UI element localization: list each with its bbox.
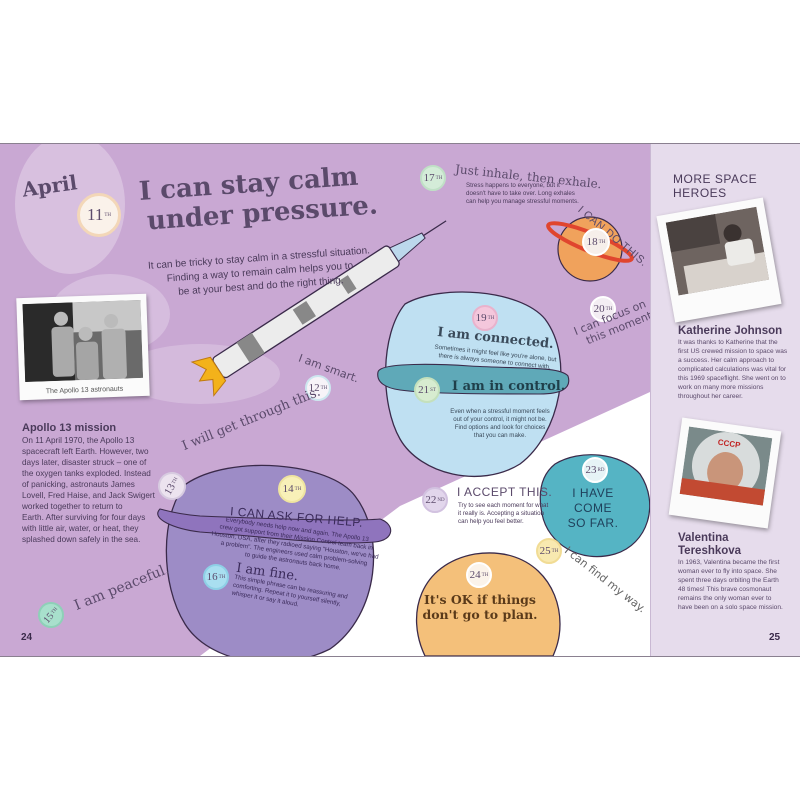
page-number-left: 24 <box>21 632 33 643</box>
hero-name: Katherine Johnson <box>678 325 783 337</box>
photo-caption: The Apollo 13 astronauts <box>45 385 124 396</box>
affirmation-23-text: I HAVE COME SO FAR. <box>567 486 619 530</box>
katherine-photo-frame <box>656 197 782 323</box>
katherine-johnson-photo <box>665 206 770 296</box>
apollo-body: On 11 April 1970, the Apollo 13 spacecra… <box>22 436 155 544</box>
affirmation-21-body: Even when a stressful moment feels out o… <box>450 408 550 439</box>
more-space-heroes-sidebar: MORE SPACE HEROES Katherine Johnson It w… <box>650 144 800 656</box>
apollo-photo-frame: The Apollo 13 astronauts <box>16 293 150 401</box>
apollo-title: Apollo 13 mission <box>22 422 117 434</box>
hero-name: Valentina Tereshkova <box>678 532 742 557</box>
helmet-text: CCCP <box>717 438 741 450</box>
sidebar-title: MORE SPACE HEROES <box>673 172 758 200</box>
affirmation-22-title: I ACCEPT THIS. <box>457 485 553 499</box>
page-background <box>0 144 651 656</box>
affirmation-21-title: I am in control. <box>452 379 566 394</box>
hero-bio: In 1963, Valentina became the first woma… <box>678 559 783 611</box>
affirmation-17-body: Stress happens to everyone, but it doesn… <box>466 182 579 205</box>
hero-bio: It was thanks to Katherine that the firs… <box>678 339 788 400</box>
affirmation-22-body: Try to see each moment for what it reall… <box>458 502 549 525</box>
page-number-right: 25 <box>769 632 781 643</box>
katherine-johnson-bio: Katherine Johnson It was thanks to Kathe… <box>678 325 798 401</box>
apollo-astronauts-photo <box>22 299 144 383</box>
valentina-photo-frame: CCCP <box>668 417 782 529</box>
valentina-tereshkova-photo: CCCP <box>679 426 773 506</box>
valentina-tereshkova-bio: Valentina Tereshkova In 1963, Valentina … <box>678 532 798 612</box>
affirmation-24-text: It's OK if things don't go to plan. <box>422 592 538 622</box>
apollo-section: Apollo 13 mission On 11 April 1970, the … <box>22 422 170 545</box>
